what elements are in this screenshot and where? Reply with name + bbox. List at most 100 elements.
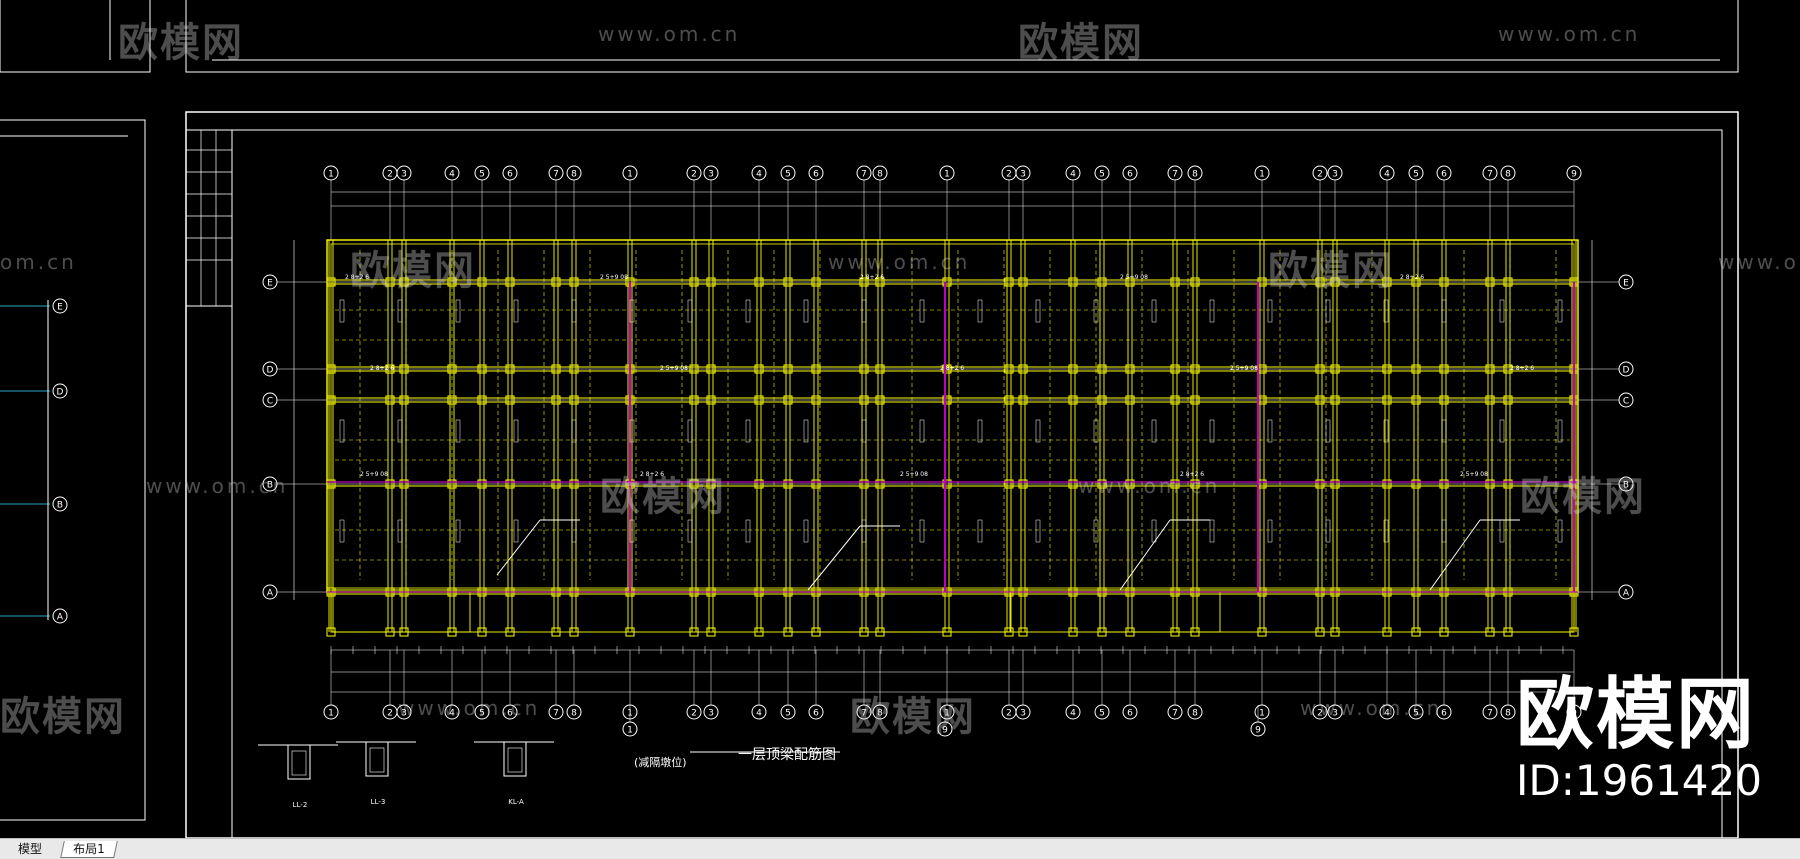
column-square <box>875 364 885 374</box>
column-square-balcony <box>1485 627 1495 637</box>
grid-col-bubble-bottom-label: 6 <box>813 709 819 719</box>
column-square-balcony <box>1125 627 1135 637</box>
column-square <box>569 395 579 405</box>
rebar-note-mark <box>1325 519 1331 543</box>
rebar-note-mark <box>1093 519 1099 543</box>
column-square <box>1004 479 1014 489</box>
column-square-balcony <box>1330 627 1340 637</box>
section-beam-outline <box>365 741 389 777</box>
rebar-note-mark <box>1441 519 1447 543</box>
left-grid-bubble-label: E <box>57 303 63 313</box>
column-square <box>477 364 487 374</box>
column-square <box>1439 364 1449 374</box>
column-square-balcony <box>1411 627 1421 637</box>
grid-row-bubble-left-label: C <box>267 397 273 407</box>
rebar-note-mark <box>1151 419 1157 443</box>
column-square <box>1190 277 1200 287</box>
column-square <box>477 395 487 405</box>
rebar-note-mark <box>919 519 925 543</box>
rebar-note-mark <box>1325 299 1331 323</box>
grid-col-bubble-bottom-label: 7 <box>861 709 867 719</box>
grid-col-bubble-bottom-label: 6 <box>1127 709 1133 719</box>
rebar-note-mark <box>1557 519 1563 543</box>
rebar-note-mark <box>687 519 693 543</box>
column-square <box>326 479 336 489</box>
building-outline-inner <box>330 243 1575 589</box>
column-square <box>1485 364 1495 374</box>
rebar-note-mark <box>745 419 751 443</box>
rebar-note-mark <box>1441 419 1447 443</box>
tab-layout1[interactable]: 布局1 <box>60 841 118 858</box>
grid-col-bubble-bottom-label: 1 <box>1259 709 1265 719</box>
grid-col-bubble-top-label: 3 <box>1020 170 1026 180</box>
column-square <box>1125 479 1135 489</box>
column-square <box>783 364 793 374</box>
column-square <box>569 277 579 287</box>
beam-annotation: 2 5+9 08 <box>1230 365 1258 372</box>
column-square <box>1125 395 1135 405</box>
rebar-note-mark <box>513 299 519 323</box>
column-square-balcony <box>447 627 457 637</box>
column-square <box>1439 479 1449 489</box>
plan-title: 一层顶梁配筋图 <box>738 747 836 763</box>
column-square <box>811 277 821 287</box>
column-square <box>326 395 336 405</box>
grid-col-bubble-bottom-label: 1 <box>944 709 950 719</box>
beam-annotation: 2 8+2 6 <box>640 471 664 478</box>
stair-diagonal <box>1429 519 1481 591</box>
column-square <box>551 479 561 489</box>
grid-col-bubble-bottom-label: 3 <box>708 709 714 719</box>
section-stirrup <box>369 747 385 773</box>
grid-col-bubble-bottom-label: 8 <box>877 709 883 719</box>
column-square <box>551 395 561 405</box>
column-square <box>1411 277 1421 287</box>
grid-col-bubble-extra-label: 9 <box>1255 726 1261 736</box>
grid-col-bubble-bottom-label: 7 <box>1487 709 1493 719</box>
column-square <box>385 364 395 374</box>
rebar-note-mark <box>687 299 693 323</box>
column-square <box>1382 364 1392 374</box>
column-square <box>754 479 764 489</box>
rebar-note-mark <box>1209 299 1215 323</box>
tab-layout1-label: 布局1 <box>73 842 105 856</box>
rebar-note-mark <box>1499 299 1505 323</box>
watermark-big-logo: 欧模网 <box>1516 670 1757 760</box>
column-square <box>1068 395 1078 405</box>
grid-col-bubble-bottom-label: 4 <box>1070 709 1076 719</box>
section-beam-outline <box>287 744 311 780</box>
grid-col-bubble-top-label: 3 <box>401 170 407 180</box>
left-grid-bubble-label: B <box>57 501 63 511</box>
rebar-note-mark <box>397 299 403 323</box>
grid-col-bubble-top-label: 2 <box>1317 170 1323 180</box>
column-square <box>1170 364 1180 374</box>
grid-col-bubble-bottom-label: 8 <box>1192 709 1198 719</box>
main-inner-frame <box>231 129 1723 838</box>
column-square <box>783 479 793 489</box>
column-square <box>326 277 336 287</box>
column-square <box>477 277 487 287</box>
rebar-note-mark <box>1557 299 1563 323</box>
grid-col-bubble-bottom-label: 4 <box>1384 709 1390 719</box>
beam-annotation: 2 8+2 6 <box>1510 365 1534 372</box>
rebar-note-mark <box>861 419 867 443</box>
rebar-note-mark <box>455 299 461 323</box>
rebar-note-mark <box>1209 519 1215 543</box>
rebar-note-mark <box>1151 519 1157 543</box>
grid-col-bubble-bottom-label: 8 <box>1505 709 1511 719</box>
grid-row-bubble-right-label: C <box>1623 397 1629 407</box>
rebar-note-mark <box>1267 419 1273 443</box>
column-square <box>1315 395 1325 405</box>
grid-col-bubble-top-label: 8 <box>1192 170 1198 180</box>
tab-model[interactable]: 模型 <box>8 841 53 857</box>
column-square <box>1315 364 1325 374</box>
beam-annotation: 2 8+2 6 <box>370 365 394 372</box>
column-square <box>875 395 885 405</box>
rebar-note-mark <box>629 299 635 323</box>
grid-col-bubble-bottom-label: 2 <box>1317 709 1323 719</box>
stair-diagonal <box>1119 519 1171 591</box>
rebar-note-mark <box>629 519 635 543</box>
column-square-balcony <box>706 627 716 637</box>
rebar-note-mark <box>687 419 693 443</box>
balcony-bay <box>1413 591 1575 633</box>
